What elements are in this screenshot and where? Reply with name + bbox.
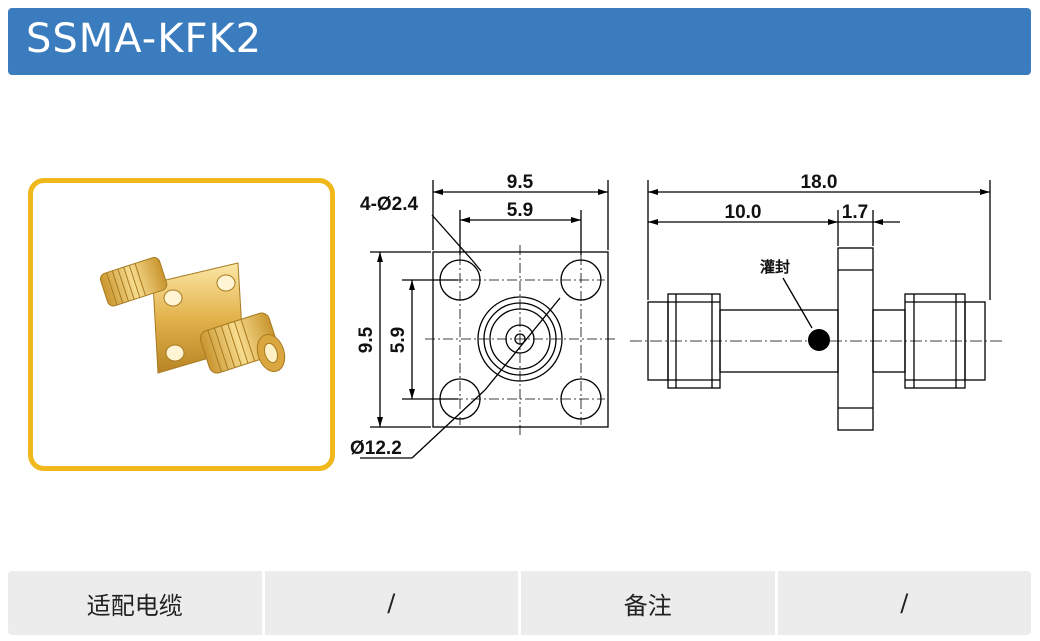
product-title: SSMA-KFK2: [26, 16, 263, 62]
dim-width-overall: 9.5: [507, 172, 534, 193]
title-bar: SSMA-KFK2: [8, 8, 1031, 75]
flange-outline: [432, 251, 609, 428]
product-photo-frame: [28, 178, 335, 471]
spec-table: 适配电缆 / 备注 /: [8, 571, 1031, 635]
technical-drawing: 9.5 5.9 9.5 5.9 4-Ø2.4 Ø12.2 18.0 10.0 1…: [350, 172, 1005, 459]
dim-width-holes: 5.9: [507, 200, 533, 221]
potting-dot: [808, 329, 830, 351]
remark-value-cell: /: [777, 571, 1031, 635]
potting-label: 灌封: [760, 258, 790, 276]
dim-height-overall: 9.5: [356, 326, 377, 353]
dim-length-overall: 18.0: [801, 172, 838, 193]
dim-height-holes: 5.9: [388, 327, 409, 353]
dim-length-left: 10.0: [725, 202, 762, 223]
dim-flange-thickness: 1.7: [842, 202, 868, 223]
cable-value-cell: /: [264, 571, 518, 635]
diameter-callout: Ø12.2: [350, 438, 402, 459]
hole-callout: 4-Ø2.4: [360, 194, 419, 215]
connector-photo: [99, 257, 286, 374]
remark-label-cell: 备注: [521, 571, 775, 635]
cable-label-cell: 适配电缆: [8, 571, 262, 635]
